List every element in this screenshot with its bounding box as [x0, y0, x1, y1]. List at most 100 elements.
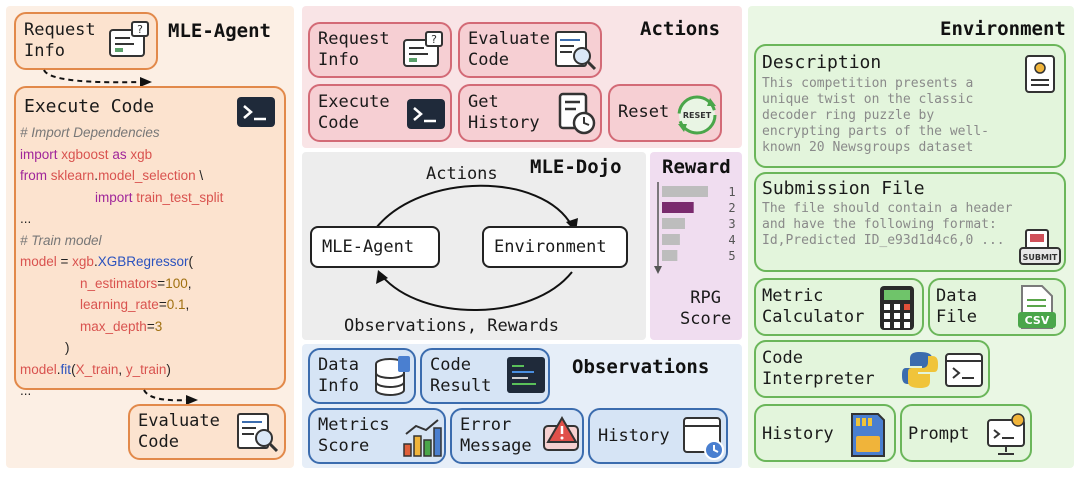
execute-to-evaluate-arrow — [143, 389, 198, 405]
agent-title: MLE-Agent — [168, 20, 271, 42]
action-reset-box[interactable]: Reset RESET — [608, 84, 722, 142]
action-get-history-box[interactable]: Get History — [458, 84, 602, 142]
action-evaluate-code-box[interactable]: Evaluate Code — [458, 22, 602, 78]
action-request-info-label: Request Info — [318, 29, 390, 70]
env-metric-calculator-box[interactable]: Metric Calculator — [754, 278, 924, 336]
code-line: n_estimators=100, — [20, 275, 192, 291]
env-submission-text: The file should contain a header and hav… — [762, 201, 1013, 248]
reward-axis-arrow — [654, 266, 662, 274]
submit-badge-text: SUBMIT — [1023, 253, 1058, 262]
history-document-icon — [558, 92, 596, 135]
env-history-box[interactable]: History — [754, 404, 896, 462]
history-window-icon — [683, 417, 724, 460]
obs-history-label: History — [598, 426, 670, 446]
env-code-interpreter-label: Code Interpreter — [762, 348, 875, 389]
env-submission-box[interactable]: Submission File The file should contain … — [754, 172, 1066, 272]
obs-data-info-box[interactable]: Data Info — [308, 348, 416, 404]
reward-bar — [662, 234, 680, 245]
dojo-feedback-label: Observations, Rewards — [344, 316, 559, 336]
reset-icon: RESET — [677, 95, 717, 135]
reward-bar-chart: 1 2 3 4 5 — [654, 182, 736, 274]
obs-error-message-box[interactable]: Error Message — [450, 408, 584, 464]
code-line: # Import Dependencies — [20, 125, 160, 140]
dojo-title: MLE-Dojo — [530, 156, 622, 178]
execute-code-box[interactable]: Execute Code — [14, 86, 286, 390]
code-line: max_depth=3 — [20, 318, 163, 334]
terminal-icon — [407, 99, 445, 129]
code-line: ... — [20, 383, 32, 398]
svg-text:?: ? — [431, 33, 437, 46]
code-line: learning_rate=0.1, — [20, 297, 190, 312]
code-line: ) — [20, 340, 70, 355]
agent-request-info-box[interactable]: Request Info ? — [14, 12, 158, 70]
code-line: import train_test_split — [20, 189, 224, 205]
agent-evaluate-code-label: Evaluate Code — [138, 411, 220, 452]
environment-title: Environment — [940, 18, 1066, 40]
code-line: model = xgb.XGBRegressor( — [20, 254, 194, 269]
obs-metrics-score-box[interactable]: Metrics Score — [308, 408, 446, 464]
reward-title: Reward — [662, 156, 731, 178]
env-metric-calculator-label: Metric Calculator — [762, 286, 865, 327]
action-reset-label: Reset — [618, 102, 670, 122]
observations-title: Observations — [572, 356, 710, 378]
dojo-agent-label: MLE-Agent — [322, 237, 415, 257]
env-code-interpreter-box[interactable]: Code Interpreter — [754, 340, 990, 398]
env-submission-title: Submission File — [762, 178, 925, 199]
code-line: # Train model — [20, 232, 102, 248]
env-data-file-label: Data File — [936, 286, 977, 327]
action-execute-code-label: Execute Code — [318, 92, 390, 133]
action-execute-code-box[interactable]: Execute Code — [308, 84, 452, 142]
env-description-text: This competition presents a unique twist… — [762, 76, 989, 155]
execute-code-title: Execute Code — [24, 96, 155, 117]
obs-data-info-label: Data Info — [318, 355, 359, 396]
agent-evaluate-code-box[interactable]: Evaluate Code — [128, 404, 286, 460]
terminal-icon — [237, 97, 275, 127]
env-prompt-box[interactable]: Prompt — [900, 404, 1032, 462]
obs-error-message-label: Error Message — [460, 415, 532, 456]
env-description-title: Description — [762, 52, 882, 73]
submit-icon: SUBMIT — [1019, 229, 1061, 265]
obs-history-box[interactable]: History — [588, 408, 728, 464]
reward-caption: RPG Score — [680, 288, 732, 329]
reward-bar — [662, 202, 694, 213]
reset-badge-text: RESET — [683, 111, 712, 120]
python-icon — [902, 352, 938, 388]
csv-badge-text: CSV — [1025, 314, 1050, 327]
obs-metrics-score-label: Metrics Score — [318, 415, 390, 456]
reward-panel — [650, 152, 742, 340]
obs-code-result-box[interactable]: Code Result — [420, 348, 550, 404]
reward-rank-label: 3 — [728, 217, 735, 231]
env-description-box[interactable]: Description This competition presents a … — [754, 44, 1066, 168]
code-line: ... — [20, 211, 32, 226]
code-window-icon — [507, 357, 545, 393]
prompt-monitor-icon — [987, 413, 1025, 455]
env-prompt-label: Prompt — [908, 424, 970, 444]
reward-rank-label: 2 — [728, 201, 735, 215]
code-line: model.fit(X_train, y_train) — [20, 361, 171, 377]
dojo-agent-node: MLE-Agent — [310, 226, 440, 268]
dojo-actions-label: Actions — [426, 164, 498, 184]
database-icon — [375, 356, 410, 396]
request-info-icon: ? — [403, 31, 443, 67]
agent-request-info-label: Request Info — [24, 20, 96, 61]
action-get-history-label: Get History — [468, 92, 540, 133]
evaluate-code-icon — [237, 413, 279, 453]
reward-rank-label: 4 — [728, 233, 735, 247]
svg-text:?: ? — [137, 23, 143, 36]
request-info-icon: ? — [109, 21, 149, 57]
bar-chart-icon — [403, 419, 442, 457]
dojo-environment-label: Environment — [494, 237, 607, 257]
reward-bar — [662, 250, 678, 261]
reward-rank-label: 5 — [728, 249, 735, 263]
reward-rank-label: 1 — [728, 185, 735, 199]
action-request-info-box[interactable]: Request Info ? — [308, 22, 452, 78]
csv-file-icon: CSV — [1018, 285, 1056, 329]
request-to-execute-arrow — [43, 69, 152, 87]
document-icon — [1025, 55, 1055, 93]
calculator-icon — [880, 286, 914, 330]
env-data-file-box[interactable]: Data File CSV — [928, 278, 1066, 336]
reward-bar — [662, 218, 685, 229]
action-evaluate-code-label: Evaluate Code — [468, 29, 550, 70]
dojo-environment-node: Environment — [482, 226, 628, 268]
